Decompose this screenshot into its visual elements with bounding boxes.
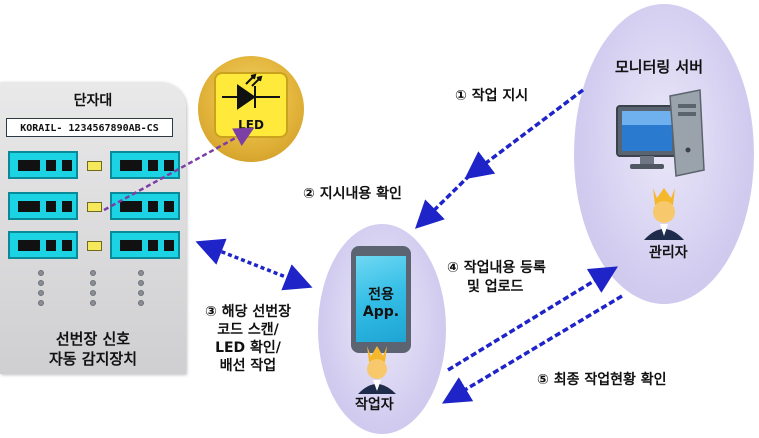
step5-label: ⑤ 최종 작업현황 확인 — [537, 372, 667, 388]
step2-label: ② 지시내용 확인 — [303, 186, 402, 202]
admin-person-icon — [644, 188, 684, 240]
arrow-step2 — [415, 173, 472, 229]
rack-caption-line2: 자동 감지장치 — [48, 350, 138, 368]
admin-label: 관리자 — [649, 245, 688, 261]
led-link-arrow — [103, 127, 255, 212]
step3-line2: 코드 스캔/ — [217, 322, 279, 338]
worker-label: 작업자 — [355, 397, 394, 413]
app-label: 전용 App. — [346, 287, 416, 321]
app-label-line1: 전용 — [368, 287, 394, 303]
arrow-step5 — [441, 294, 623, 404]
led-indicator — [87, 202, 102, 212]
step4-label-line2: 및 업로드 — [467, 279, 524, 295]
step1-label: ① 작업 지시 — [455, 88, 529, 104]
computer-icon — [616, 89, 705, 177]
rack-id-label: KORAIL- 1234567890AB-CS — [6, 118, 173, 137]
rack-caption-line1: 선번장 신호 — [55, 330, 131, 348]
led-indicator — [87, 161, 102, 171]
step3-line3: LED 확인/ — [215, 340, 281, 356]
server-title: 모니터링 서버 — [615, 58, 704, 76]
step3-line4: 배선 작업 — [219, 358, 277, 374]
terminal-port — [8, 192, 78, 220]
terminal-port — [110, 231, 180, 259]
diode-symbol-icon — [222, 73, 280, 110]
led-indicator — [87, 241, 102, 251]
rack-title: 단자대 — [73, 93, 113, 109]
terminal-port — [8, 231, 78, 259]
terminal-port — [110, 192, 180, 220]
arrow-step3 — [195, 238, 313, 291]
arrow-step4 — [447, 266, 618, 372]
worker-person-icon — [358, 346, 396, 394]
phone-screen — [356, 256, 406, 342]
step4-label-line1: ④ 작업내용 등록 — [447, 260, 546, 276]
step3-line1: ③ 해당 선번장 — [204, 304, 291, 320]
app-label-line2: App. — [362, 304, 400, 320]
indicator-dots — [138, 270, 144, 310]
terminal-port — [8, 151, 78, 179]
indicator-dots — [90, 270, 96, 310]
indicator-dots — [38, 270, 44, 310]
arrow-step1 — [464, 88, 585, 180]
step3-label: ③ 해당 선번장 코드 스캔/ LED 확인/ 배선 작업 — [188, 303, 308, 375]
